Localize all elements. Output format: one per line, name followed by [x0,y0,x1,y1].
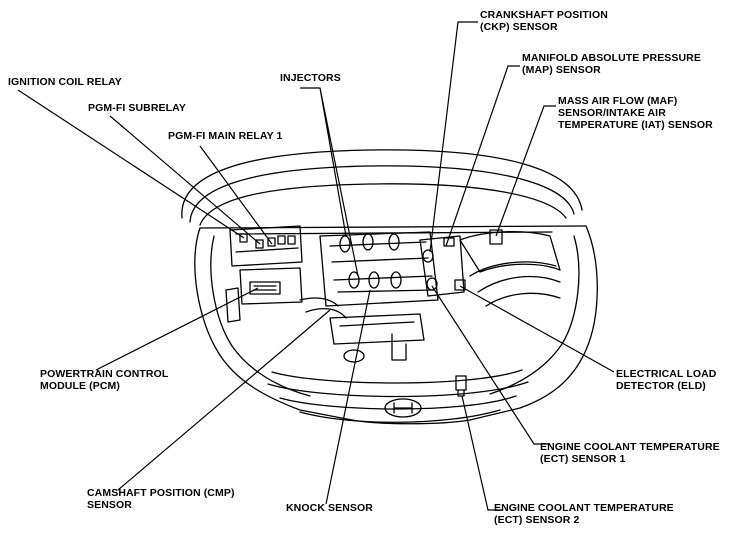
label-map-sensor: MANIFOLD ABSOLUTE PRESSURE(MAP) SENSOR [522,52,701,76]
leader-maf [495,105,556,237]
leader-cmp [117,309,331,491]
leader-injectors [300,87,359,277]
open-hood-outline [181,149,583,226]
leader-map [445,65,520,247]
pcm-module [239,267,303,305]
left-components [225,287,347,323]
label-cmp-sensor: CAMSHAFT POSITION (CMP)SENSOR [87,487,235,511]
leader-pcm [95,287,259,371]
leader-eld [459,285,615,373]
ect-sensor-2 [455,375,467,397]
label-ignition-coil-relay: IGNITION COIL RELAY [8,76,122,88]
relay-box [229,225,303,267]
leader-knock [325,289,371,505]
leader-ignition-coil-relay [17,89,245,239]
leader-pgmfi-main-relay [199,145,273,245]
engine-block [319,231,439,363]
throttle-body [419,235,465,297]
leader-ckp [429,21,478,253]
leader-pgmfi-subrelay [109,115,261,245]
label-ect-sensor-1: ENGINE COOLANT TEMPERATURE(ECT) SENSOR 1 [540,441,720,465]
label-ckp-sensor: CRANKSHAFT POSITION(CKP) SENSOR [480,9,608,33]
air-intake [454,229,561,307]
vehicle-body-outline [194,225,598,425]
label-pgmfi-main-relay-1: PGM-FI MAIN RELAY 1 [168,130,283,142]
label-pgmfi-subrelay: PGM-FI SUBRELAY [88,102,186,114]
leader-ect1 [431,285,548,445]
label-knock-sensor: KNOCK SENSOR [286,502,373,514]
leader-lines [17,21,615,511]
label-injectors: INJECTORS [280,72,341,84]
leader-ect2 [461,395,502,511]
front-grille [267,369,529,423]
label-ect-sensor-2: ENGINE COOLANT TEMPERATURE(ECT) SENSOR 2 [494,502,674,526]
